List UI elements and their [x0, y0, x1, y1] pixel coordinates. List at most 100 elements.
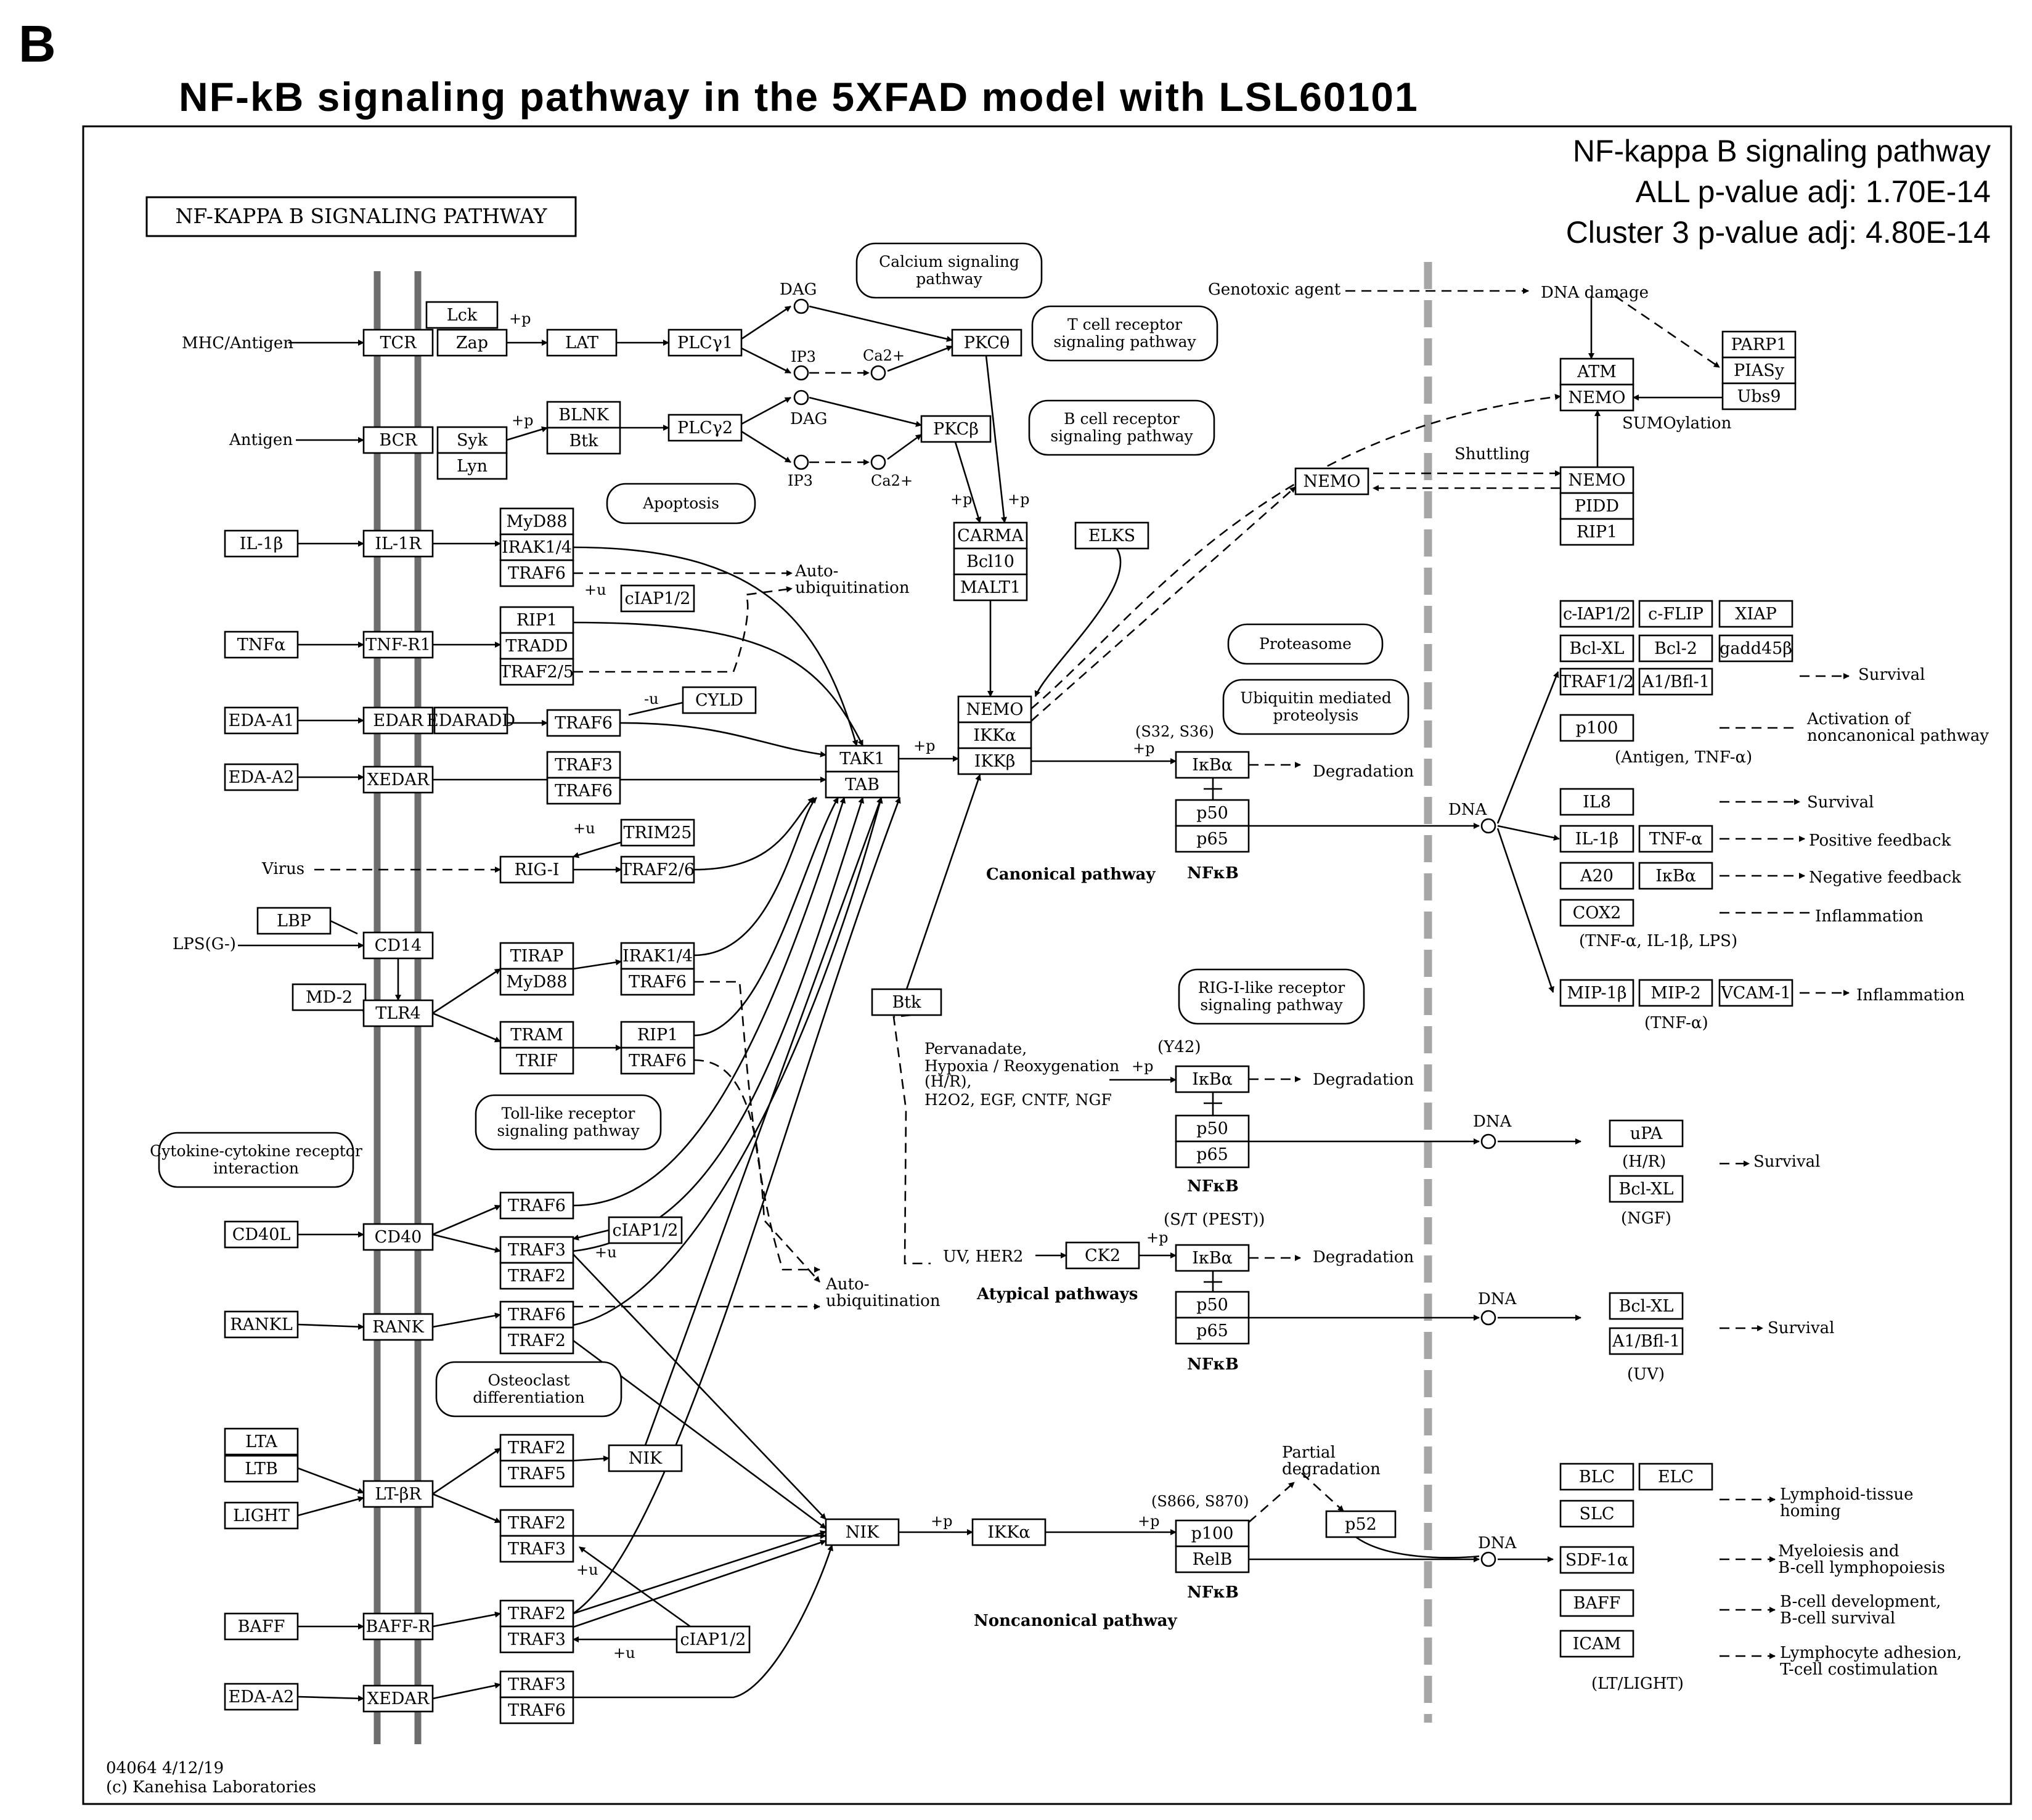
gene-node-elc[interactable]: ELC — [1638, 1463, 1713, 1491]
gene-node-bcr[interactable]: BCR — [362, 426, 434, 454]
gene-node-cd14[interactable]: CD14 — [362, 931, 434, 960]
gene-node-nemo3[interactable]: NEMO — [1559, 383, 1634, 412]
gene-node-traf2c[interactable]: TRAF2 — [499, 1434, 574, 1462]
gene-node-bclxl3[interactable]: Bcl-XL — [1609, 1292, 1684, 1320]
gene-node-icam[interactable]: ICAM — [1559, 1630, 1634, 1658]
gene-node-nemo4[interactable]: NEMO — [1559, 466, 1634, 494]
gene-node-ck2[interactable]: CK2 — [1065, 1241, 1140, 1270]
gene-node-traf2a[interactable]: TRAF2 — [499, 1262, 574, 1290]
gene-node-traf6f[interactable]: TRAF6 — [499, 1191, 574, 1220]
gene-node-tcr[interactable]: TCR — [362, 328, 434, 357]
gene-node-p65c[interactable]: p65 — [1175, 1316, 1250, 1345]
gene-node-ikba3[interactable]: IκBα — [1175, 1244, 1250, 1272]
gene-node-bcl2[interactable]: Bcl-2 — [1638, 634, 1713, 663]
gene-node-tram[interactable]: TRAM — [499, 1021, 574, 1049]
gene-node-p50a[interactable]: p50 — [1175, 799, 1250, 827]
gene-node-bcl10[interactable]: Bcl10 — [953, 547, 1028, 576]
gene-node-elks[interactable]: ELKS — [1074, 521, 1149, 550]
gene-node-a20[interactable]: A20 — [1559, 862, 1634, 890]
gene-node-a1bfl1b[interactable]: A1/Bfl-1 — [1609, 1327, 1684, 1355]
gene-node-ciap12c[interactable]: cIAP1/2 — [675, 1625, 751, 1654]
gene-node-a1bfl1a[interactable]: A1/Bfl-1 — [1638, 667, 1713, 696]
gene-node-cyld[interactable]: CYLD — [682, 686, 757, 714]
gene-node-carma[interactable]: CARMA — [953, 521, 1028, 550]
gene-node-traf6e[interactable]: TRAF6 — [620, 1047, 695, 1075]
gene-node-baffr[interactable]: BAFF-R — [362, 1612, 434, 1641]
gene-node-traf6g[interactable]: TRAF6 — [499, 1300, 574, 1329]
gene-node-tnfr1[interactable]: TNF-R1 — [362, 630, 434, 659]
gene-node-plcg2[interactable]: PLCγ2 — [667, 414, 743, 442]
gene-node-ikkb[interactable]: IKKβ — [957, 747, 1032, 775]
gene-node-p65b[interactable]: p65 — [1175, 1140, 1250, 1169]
gene-node-malt1[interactable]: MALT1 — [953, 573, 1028, 602]
gene-node-edaradd[interactable]: EDARADD — [426, 706, 515, 735]
gene-node-ikka2[interactable]: IKKα — [971, 1518, 1047, 1546]
gene-node-edaa1[interactable]: EDA-A1 — [224, 706, 299, 735]
gene-node-irak14a[interactable]: IRAK1/4 — [499, 533, 574, 561]
gene-node-nemo2[interactable]: NEMO — [1294, 467, 1369, 496]
gene-node-zap[interactable]: Zap — [436, 328, 508, 357]
pathway-link-apoptosis[interactable]: Apoptosis — [606, 483, 756, 524]
gene-node-traf2e[interactable]: TRAF2 — [499, 1599, 574, 1628]
gene-node-xedara[interactable]: XEDAR — [362, 765, 434, 794]
gene-node-nemo1[interactable]: NEMO — [957, 695, 1032, 724]
gene-node-ikba4[interactable]: IκBα — [1638, 862, 1713, 890]
gene-node-traf5[interactable]: TRAF5 — [499, 1459, 574, 1488]
gene-node-traf3c[interactable]: TRAF3 — [499, 1535, 574, 1563]
gene-node-traf12[interactable]: TRAF1/2 — [1559, 667, 1634, 696]
gene-node-ikka1[interactable]: IKKα — [957, 721, 1032, 749]
gene-node-ciap12b[interactable]: cIAP1/2 — [608, 1216, 683, 1244]
gene-node-ikba2[interactable]: IκBα — [1175, 1065, 1250, 1093]
gene-node-ciap12d[interactable]: c-IAP1/2 — [1559, 600, 1634, 628]
gene-node-parp1[interactable]: PARP1 — [1721, 330, 1797, 359]
gene-node-lck[interactable]: Lck — [425, 301, 499, 329]
gene-node-ikba1[interactable]: IκBα — [1175, 751, 1250, 779]
gene-node-gadd45b[interactable]: gadd45β — [1718, 634, 1793, 663]
gene-node-tnfa2[interactable]: TNF-α — [1638, 825, 1713, 853]
gene-node-mip2[interactable]: MIP-2 — [1638, 979, 1713, 1007]
gene-node-p100a[interactable]: p100 — [1175, 1519, 1250, 1548]
gene-node-pkcb[interactable]: PKCβ — [920, 415, 992, 443]
gene-node-traf3e[interactable]: TRAF3 — [499, 1670, 574, 1699]
pathway-link-proteasome[interactable]: Proteasome — [1227, 623, 1384, 665]
gene-node-lat[interactable]: LAT — [546, 328, 618, 357]
gene-node-traf26[interactable]: TRAF2/6 — [620, 855, 695, 884]
gene-node-rank[interactable]: RANK — [362, 1313, 434, 1341]
gene-node-slc[interactable]: SLC — [1559, 1500, 1634, 1528]
gene-node-ciap12a[interactable]: cIAP1/2 — [620, 584, 695, 613]
gene-node-cd40l[interactable]: CD40L — [224, 1220, 299, 1249]
gene-node-piasy[interactable]: PIASy — [1721, 356, 1797, 385]
gene-node-irak14b[interactable]: IRAK1/4 — [620, 942, 695, 970]
gene-node-p52[interactable]: p52 — [1325, 1510, 1397, 1538]
gene-node-btk2[interactable]: Btk — [871, 988, 942, 1016]
gene-node-nik1[interactable]: NIK — [608, 1444, 683, 1472]
gene-node-plcg1[interactable]: PLCγ1 — [667, 328, 743, 357]
gene-node-myd88b[interactable]: MyD88 — [499, 968, 574, 996]
gene-node-lbp[interactable]: LBP — [256, 907, 332, 935]
gene-node-pidd[interactable]: PIDD — [1559, 492, 1634, 520]
gene-node-trif[interactable]: TRIF — [499, 1047, 574, 1075]
gene-node-p50b[interactable]: p50 — [1175, 1114, 1250, 1143]
gene-node-traf3a[interactable]: TRAF3 — [546, 751, 621, 779]
gene-node-ltb[interactable]: LTB — [224, 1455, 299, 1483]
gene-node-edaa2a[interactable]: EDA-A2 — [224, 763, 299, 791]
gene-node-rankl[interactable]: RANKL — [224, 1310, 299, 1339]
gene-node-traf6h[interactable]: TRAF6 — [499, 1696, 574, 1724]
gene-node-tradd[interactable]: TRADD — [499, 632, 574, 660]
gene-node-lyn[interactable]: Lyn — [436, 452, 508, 480]
gene-node-rigi[interactable]: RIG-I — [499, 855, 574, 884]
gene-node-nik2[interactable]: NIK — [825, 1518, 900, 1546]
gene-node-p65a[interactable]: p65 — [1175, 825, 1250, 853]
gene-node-xedarb[interactable]: XEDAR — [362, 1684, 434, 1713]
gene-node-upa[interactable]: uPA — [1609, 1119, 1684, 1148]
gene-node-cox2[interactable]: COX2 — [1559, 899, 1634, 927]
gene-node-tnfa[interactable]: TNFα — [224, 630, 299, 659]
gene-node-vcam1[interactable]: VCAM-1 — [1718, 979, 1793, 1007]
gene-node-ltbr[interactable]: LT-βR — [362, 1480, 434, 1508]
gene-node-syk[interactable]: Syk — [436, 426, 508, 454]
gene-node-pkct[interactable]: PKCθ — [951, 328, 1022, 357]
